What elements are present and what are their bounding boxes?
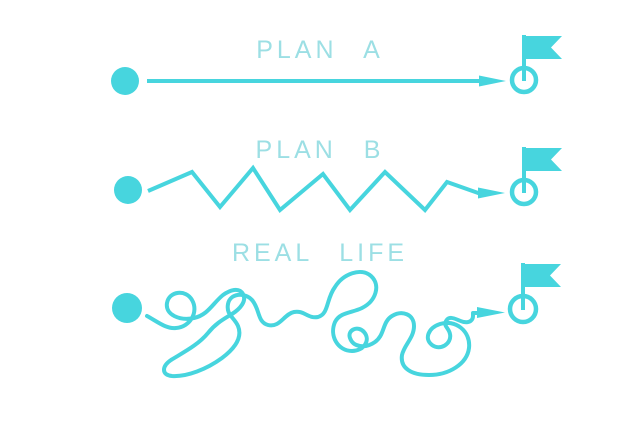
start-dot-icon xyxy=(112,293,142,323)
scribble-path-line xyxy=(145,270,481,379)
zigzag-path-line xyxy=(147,164,482,214)
arrowhead-icon xyxy=(479,75,506,87)
flag-icon xyxy=(509,35,562,95)
plan-a-row xyxy=(111,35,562,95)
start-dot-icon xyxy=(114,176,142,204)
plan-a-label: PLAN A xyxy=(256,36,384,64)
real-life-row xyxy=(112,263,561,379)
arrowhead-icon xyxy=(478,187,505,199)
plan-b-label: PLAN B xyxy=(255,136,385,164)
real-life-label: REAL LIFE xyxy=(231,239,409,267)
arrowhead-icon xyxy=(477,307,505,318)
flag-icon xyxy=(507,263,561,325)
plan-b-row xyxy=(114,147,562,214)
flag-icon xyxy=(509,147,562,207)
start-dot-icon xyxy=(111,67,139,95)
